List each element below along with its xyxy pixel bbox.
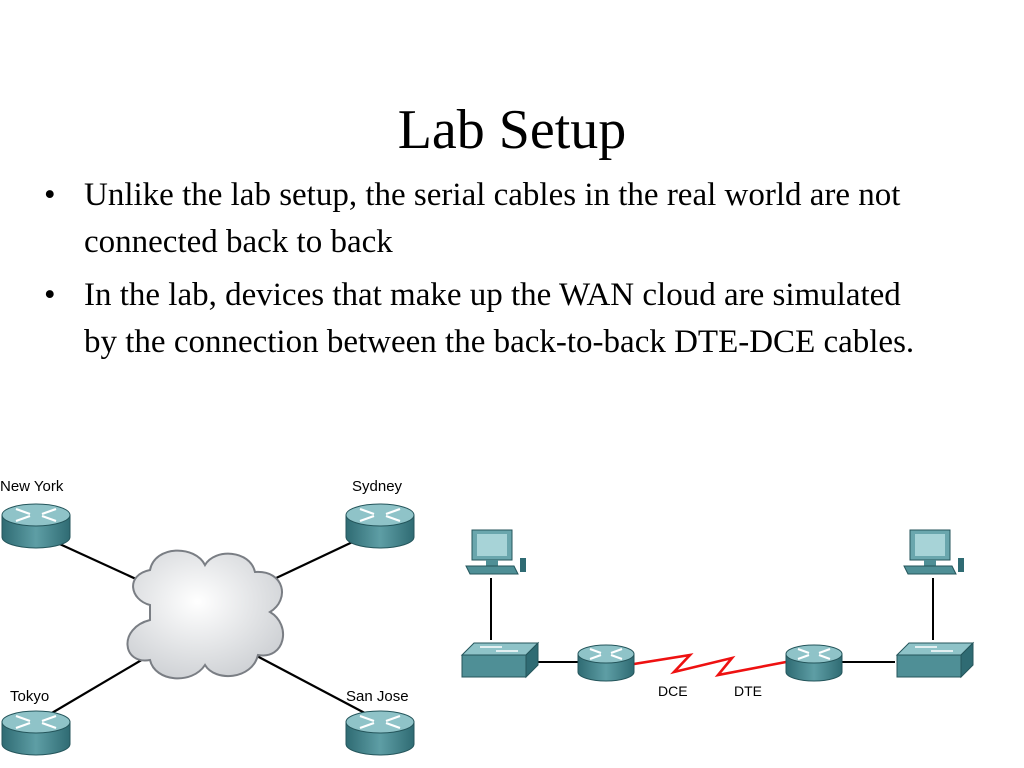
bullet-item: • Unlike the lab setup, the serial cables… xyxy=(40,172,940,266)
link-tokyo-cloud xyxy=(39,654,151,721)
wan-cloud-icon xyxy=(126,549,285,680)
link-sanjose-cloud xyxy=(254,654,379,721)
router-icon xyxy=(0,502,72,550)
pc-icon xyxy=(903,529,965,575)
slide-title: Lab Setup xyxy=(397,99,627,161)
router-label-tokyo: Tokyo xyxy=(10,688,49,705)
router-icon xyxy=(344,502,416,550)
router-label-san-jose: San Jose xyxy=(346,688,409,705)
router-icon xyxy=(344,709,416,757)
router-label-sydney: Sydney xyxy=(352,478,403,495)
bullet-list: • Unlike the lab setup, the serial cables… xyxy=(40,172,940,371)
router-icon xyxy=(0,709,72,757)
bullet-item: • In the lab, devices that make up the WA… xyxy=(40,272,940,366)
lab-diagram: DCE DTE xyxy=(461,529,974,699)
dce-label: DCE xyxy=(658,683,688,699)
router-icon xyxy=(785,644,843,682)
bullet-text: Unlike the lab setup, the serial cables … xyxy=(84,177,901,260)
bullet-dot-icon: • xyxy=(44,177,56,213)
router-label-new-york: New York xyxy=(0,478,64,495)
serial-link-icon xyxy=(633,653,787,677)
switch-icon xyxy=(461,642,539,678)
bullet-dot-icon: • xyxy=(44,276,56,313)
dte-label: DTE xyxy=(734,683,762,699)
wan-diagram: New York Sydney Tokyo San Jose xyxy=(0,478,416,757)
switch-icon xyxy=(896,642,974,678)
router-icon xyxy=(577,644,635,682)
bullet-text: In the lab, devices that make up the WAN… xyxy=(84,276,915,360)
pc-icon xyxy=(465,529,527,575)
